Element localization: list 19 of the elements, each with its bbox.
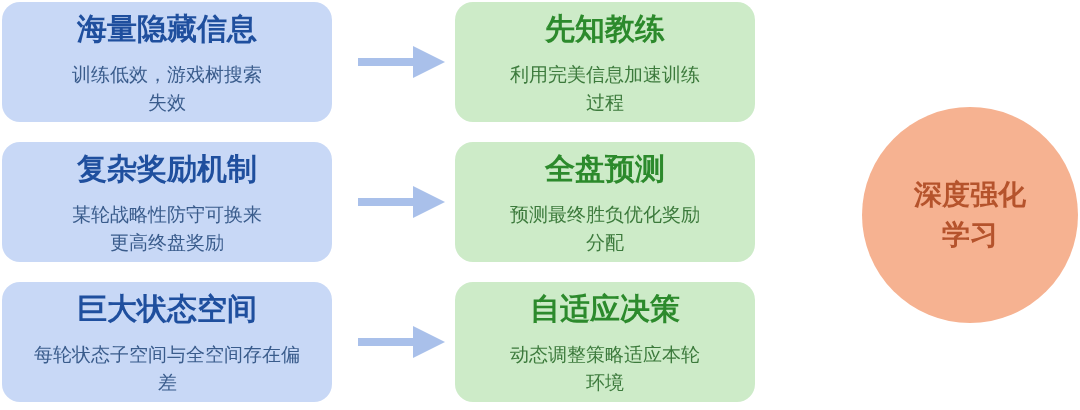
card: [455, 282, 755, 402]
card-title: 巨大状态空间: [77, 289, 257, 328]
card-title: 复杂奖励机制: [77, 149, 257, 188]
card-text: 每轮状态子空间与全空间存在偏差: [33, 341, 301, 395]
card-text: 利用完美信息加速训练过程: [509, 61, 701, 115]
card-title: 海量隐藏信息: [77, 9, 257, 48]
card-title: 全盘预测: [545, 149, 665, 188]
card-text: 训练低效，游戏树搜索失效: [71, 61, 263, 115]
card: [2, 282, 332, 402]
card-title: 先知教练: [545, 9, 665, 48]
card-text: 某轮战略性防守可换来更高终盘奖励: [71, 201, 263, 255]
card: [2, 2, 332, 122]
card: [2, 142, 332, 262]
card-text: 预测最终胜负优化奖励分配: [509, 201, 701, 255]
circle-label: 深度强化学习: [913, 177, 1027, 253]
card-title: 自适应决策: [530, 289, 680, 328]
card-text: 动态调整策略适应本轮环境: [509, 341, 701, 395]
card: [455, 142, 755, 262]
card: [455, 2, 755, 122]
